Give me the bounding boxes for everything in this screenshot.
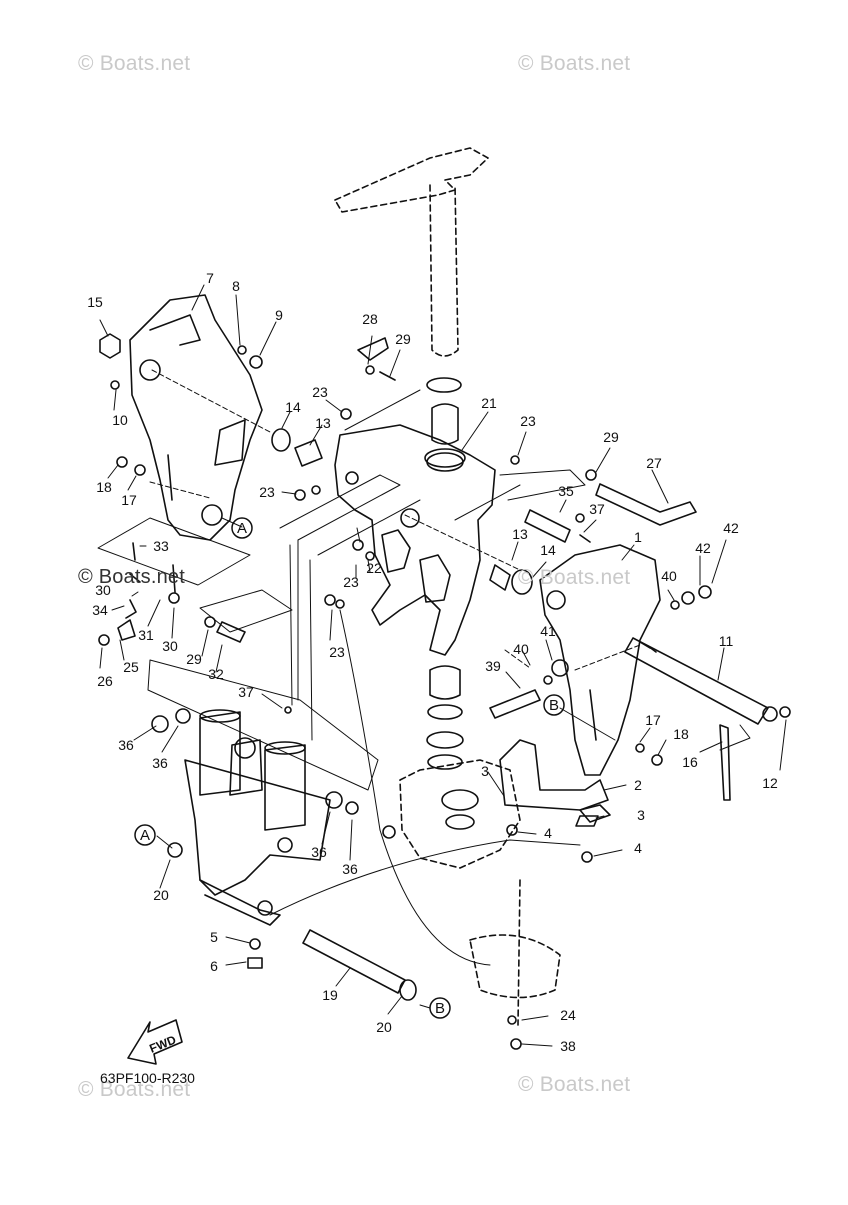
callout-13a: 13 bbox=[315, 415, 331, 431]
callout-23c: 23 bbox=[259, 484, 275, 500]
callout-3a: 3 bbox=[481, 763, 489, 779]
callout-42b: 42 bbox=[723, 520, 739, 536]
callout-41: 41 bbox=[540, 623, 556, 639]
callout-17b: 17 bbox=[645, 712, 661, 728]
callout-31: 31 bbox=[138, 627, 154, 643]
watermark-bottom-left: © Boats.net bbox=[78, 1078, 191, 1101]
callout-15: 15 bbox=[87, 294, 103, 310]
callout-6: 6 bbox=[210, 958, 218, 974]
power-trim-tilt-unit bbox=[184, 709, 331, 926]
callout-32: 32 bbox=[208, 666, 224, 682]
callout-23d: 23 bbox=[343, 574, 359, 590]
ref-letter-b-mid: B bbox=[549, 697, 559, 714]
callout-14a: 14 bbox=[285, 399, 301, 415]
callout-13b: 13 bbox=[512, 526, 528, 542]
ref-circle-a-lower bbox=[134, 824, 156, 846]
ref-circle-b-mid bbox=[543, 694, 565, 716]
callout-4a: 4 bbox=[544, 825, 552, 841]
callout-9: 9 bbox=[275, 307, 283, 323]
callout-40a: 40 bbox=[661, 568, 677, 584]
callout-18a: 18 bbox=[96, 479, 112, 495]
tilt-pin bbox=[302, 929, 406, 994]
callout-20a: 20 bbox=[153, 887, 169, 903]
tilt-shaft bbox=[624, 637, 769, 725]
callout-19: 19 bbox=[322, 987, 338, 1003]
fwd-arrow bbox=[127, 1019, 183, 1065]
callout-24: 24 bbox=[560, 1007, 576, 1023]
callout-22: 22 bbox=[366, 560, 382, 576]
callout-35: 35 bbox=[558, 483, 574, 499]
callout-27: 27 bbox=[646, 455, 662, 471]
upper-washer bbox=[426, 377, 462, 393]
callout-39: 39 bbox=[485, 658, 501, 674]
ref-circle-a-upper bbox=[231, 517, 253, 539]
callout-36c: 36 bbox=[311, 844, 327, 860]
right-clamp-bracket bbox=[539, 544, 661, 776]
callout-23e: 23 bbox=[329, 644, 345, 660]
left-clamp-bracket bbox=[129, 294, 263, 541]
callout-38: 38 bbox=[560, 1038, 576, 1054]
callout-4b: 4 bbox=[634, 840, 642, 856]
lower-unit-ghost bbox=[399, 759, 561, 1026]
callout-3b: 3 bbox=[637, 807, 645, 823]
callout-34: 34 bbox=[92, 602, 108, 618]
callout-23a: 23 bbox=[312, 384, 328, 400]
diagram-code: 63PF100-R230 bbox=[100, 1070, 195, 1086]
callout-14b: 14 bbox=[540, 542, 556, 558]
watermark-mid-left: © Boats.net bbox=[78, 566, 185, 588]
callout-29b: 29 bbox=[603, 429, 619, 445]
callout-10: 10 bbox=[112, 412, 128, 428]
callout-17a: 17 bbox=[121, 492, 137, 508]
callout-25: 25 bbox=[123, 659, 139, 675]
callout-42a: 42 bbox=[695, 540, 711, 556]
callout-40b: 40 bbox=[513, 641, 529, 657]
watermark-top-right: © Boats.net bbox=[518, 52, 631, 75]
callout-12: 12 bbox=[762, 775, 778, 791]
assembly-lines bbox=[149, 369, 641, 671]
ref-letter-a-lower: A bbox=[140, 827, 150, 844]
callout-20b: 20 bbox=[376, 1019, 392, 1035]
reference-outlines bbox=[97, 389, 751, 966]
callout-8: 8 bbox=[232, 278, 240, 294]
callout-30b: 30 bbox=[162, 638, 178, 654]
trim-rod bbox=[595, 483, 697, 526]
callout-29c: 29 bbox=[186, 651, 202, 667]
callout-11: 11 bbox=[719, 633, 734, 649]
callout-7: 7 bbox=[206, 270, 214, 286]
callout-37a: 37 bbox=[589, 501, 605, 517]
callout-37b: 37 bbox=[238, 684, 254, 700]
ref-circle-b-lower bbox=[429, 997, 451, 1019]
steering-arm-ghost bbox=[334, 147, 489, 357]
ref-letter-a-upper: A bbox=[237, 520, 247, 537]
callout-2: 2 bbox=[634, 777, 642, 793]
callout-5: 5 bbox=[210, 929, 218, 945]
callout-36a: 36 bbox=[118, 737, 134, 753]
leader-lines bbox=[99, 284, 787, 1047]
fwd-label: FWD bbox=[147, 1032, 178, 1055]
callout-1: 1 bbox=[634, 529, 642, 545]
watermark-mid-right: © Boats.net bbox=[518, 566, 631, 589]
callout-23b: 23 bbox=[520, 413, 536, 429]
hardware bbox=[98, 333, 791, 1050]
callout-16: 16 bbox=[682, 754, 698, 770]
callout-18b: 18 bbox=[673, 726, 689, 742]
callout-26: 26 bbox=[97, 673, 113, 689]
watermark-top-left: © Boats.net bbox=[78, 52, 191, 75]
callout-33: 33 bbox=[153, 538, 169, 554]
swivel-bracket bbox=[334, 424, 496, 656]
callout-28: 28 bbox=[362, 311, 378, 327]
callout-30a: 30 bbox=[95, 582, 111, 598]
callout-36b: 36 bbox=[152, 755, 168, 771]
watermark-bottom-right: © Boats.net bbox=[518, 1073, 631, 1096]
callout-36d: 36 bbox=[342, 861, 358, 877]
ref-letter-b-lower: B bbox=[435, 1000, 445, 1017]
callout-29a: 29 bbox=[395, 331, 411, 347]
callout-21: 21 bbox=[481, 395, 497, 411]
upper-bushing bbox=[431, 403, 459, 445]
